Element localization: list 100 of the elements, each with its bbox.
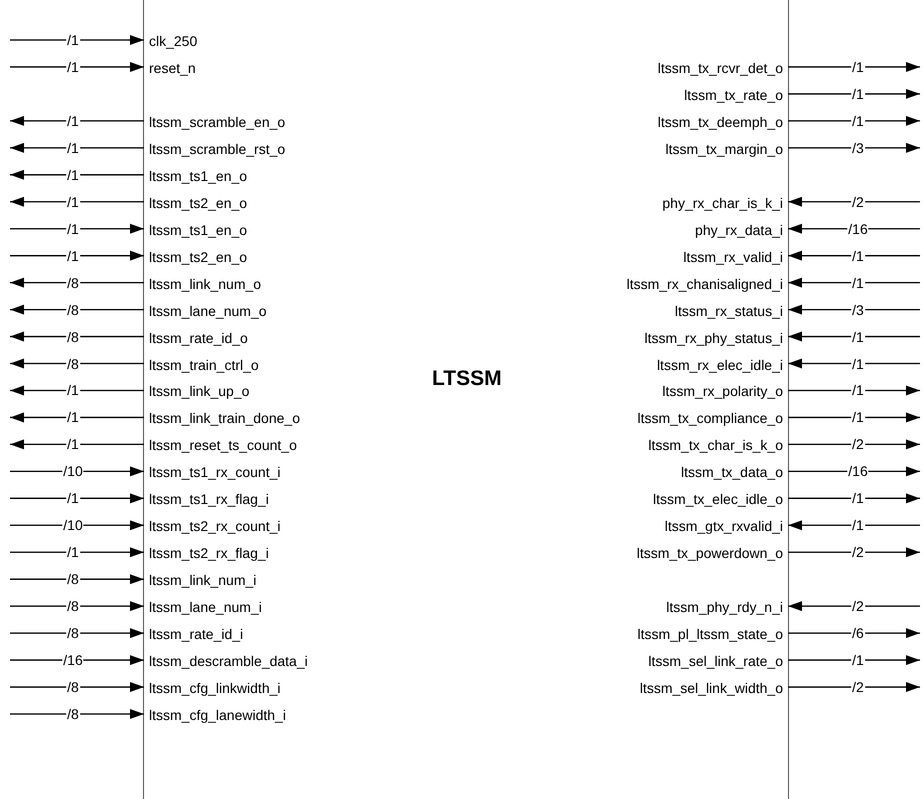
bus-width-label: /1	[851, 652, 865, 668]
bus-width-label: /8	[66, 274, 80, 291]
port-name: ltssm_descramble_data_i	[144, 652, 308, 670]
port-name: reset_n	[144, 58, 196, 77]
bus-width-label: /1	[66, 490, 80, 506]
port-name: ltssm_ts2_en_o	[144, 194, 248, 212]
signal-arrow	[788, 196, 920, 207]
bus-width-label: /1	[66, 382, 80, 398]
bus-width-label: /1	[851, 517, 865, 534]
bus-width-label: /3	[851, 140, 865, 156]
bus-width-label: /1	[851, 248, 865, 264]
signal-arrow	[10, 142, 144, 153]
port-name: ltssm_rx_chanisaligned_i	[626, 274, 788, 293]
signal-arrow	[788, 547, 920, 558]
port-name: ltssm_rx_valid_i	[683, 248, 788, 266]
bus-width-label: /1	[851, 112, 865, 129]
port-name: ltssm_tx_rate_o	[684, 86, 788, 104]
bus-width-label: /1	[851, 58, 865, 75]
signal-arrow	[10, 412, 144, 422]
port-name: ltssm_scramble_rst_o	[144, 140, 286, 158]
bus-width-label: /6	[851, 625, 865, 642]
signal-arrow	[788, 655, 920, 666]
port-name: ltssm_rx_status_i	[674, 302, 788, 320]
bus-width-label: /8	[66, 598, 80, 614]
port-name: ltssm_tx_margin_o	[666, 140, 788, 158]
signal-arrow	[10, 574, 144, 584]
signal-arrow	[10, 224, 144, 234]
bus-width-label: /8	[66, 679, 80, 696]
bus-width-label: /1	[66, 436, 80, 452]
port-name: ltssm_phy_rdy_n_i	[666, 598, 788, 616]
port-name: ltssm_rx_phy_status_i	[644, 328, 788, 347]
signal-arrow	[10, 709, 144, 719]
signal-arrow	[788, 412, 920, 422]
signal-arrow	[788, 88, 920, 99]
bus-width-label: /1	[851, 86, 865, 102]
signal-arrow	[788, 520, 920, 530]
port-name: phy_rx_char_is_k_i	[662, 194, 788, 212]
bus-width-label: /1	[66, 166, 80, 183]
port-name: ltssm_sel_link_rate_o	[648, 652, 788, 670]
port-name: ltssm_train_ctrl_o	[144, 356, 259, 374]
signal-arrow	[10, 278, 144, 288]
signal-arrow	[10, 682, 144, 692]
signal-arrow	[10, 116, 144, 126]
signal-arrow	[788, 439, 920, 450]
bus-width-label: /2	[851, 598, 865, 614]
bus-width-label: /8	[66, 328, 80, 345]
port-name: ltssm_tx_rcvr_det_o	[658, 58, 788, 77]
signal-arrow	[10, 466, 144, 476]
port-name: ltssm_tx_deemph_o	[658, 112, 788, 131]
bus-width-label: /1	[851, 382, 865, 398]
bus-width-label: /1	[66, 220, 80, 237]
port-name: ltssm_rate_id_i	[144, 625, 244, 644]
signal-arrow	[788, 466, 920, 476]
signal-arrow	[788, 682, 920, 692]
bus-width-label: /2	[851, 194, 865, 210]
port-name: ltssm_cfg_linkwidth_i	[144, 679, 280, 698]
signal-arrow	[788, 304, 920, 315]
port-name: ltssm_lane_num_i	[144, 598, 262, 616]
port-name: ltssm_link_train_done_o	[144, 409, 300, 428]
port-name: ltssm_sel_link_width_o	[640, 679, 788, 698]
signal-arrow	[10, 385, 144, 396]
module-box	[143, 0, 789, 799]
port-name: ltssm_lane_num_o	[144, 302, 267, 320]
signal-arrow	[788, 385, 920, 396]
bus-width-label: /1	[851, 274, 865, 291]
bus-width-label: /8	[66, 706, 80, 722]
bus-width-label: /10	[62, 463, 84, 480]
port-name: ltssm_tx_char_is_k_o	[648, 436, 788, 454]
signal-arrow	[10, 170, 144, 180]
port-name: ltssm_cfg_lanewidth_i	[144, 706, 286, 724]
signal-arrow	[788, 358, 920, 369]
signal-arrow	[788, 116, 920, 126]
bus-width-label: /1	[851, 490, 865, 506]
signal-arrow	[788, 62, 920, 72]
bus-width-label: /1	[66, 194, 80, 210]
signal-arrow	[10, 601, 144, 612]
port-name: ltssm_tx_elec_idle_o	[653, 490, 788, 508]
port-name: ltssm_tx_powerdown_o	[636, 544, 788, 562]
bus-width-label: /16	[847, 220, 869, 237]
bus-width-label: /1	[66, 32, 80, 48]
bus-width-label: /1	[66, 140, 80, 156]
port-name: ltssm_pl_ltssm_state_o	[637, 625, 788, 644]
bus-width-label: /1	[851, 356, 865, 372]
port-name: ltssm_tx_compliance_o	[637, 409, 788, 428]
port-name: ltssm_ts1_en_o	[144, 220, 248, 239]
bus-width-label: /8	[66, 571, 80, 588]
port-name: ltssm_ts2_en_o	[144, 248, 248, 266]
port-name: ltssm_rx_polarity_o	[662, 382, 788, 400]
signal-arrow	[788, 332, 920, 342]
port-name: ltssm_gtx_rxvalid_i	[664, 517, 788, 536]
signal-arrow	[788, 278, 920, 288]
bus-width-label: /1	[66, 112, 80, 129]
bus-width-label: /16	[62, 652, 84, 668]
bus-width-label: /1	[66, 544, 80, 560]
signal-arrow	[10, 358, 144, 369]
bus-width-label: /10	[62, 517, 84, 534]
port-name: ltssm_link_up_o	[144, 382, 250, 400]
signal-arrow	[788, 601, 920, 612]
signal-arrow	[10, 628, 144, 638]
bus-width-label: /8	[66, 302, 80, 318]
